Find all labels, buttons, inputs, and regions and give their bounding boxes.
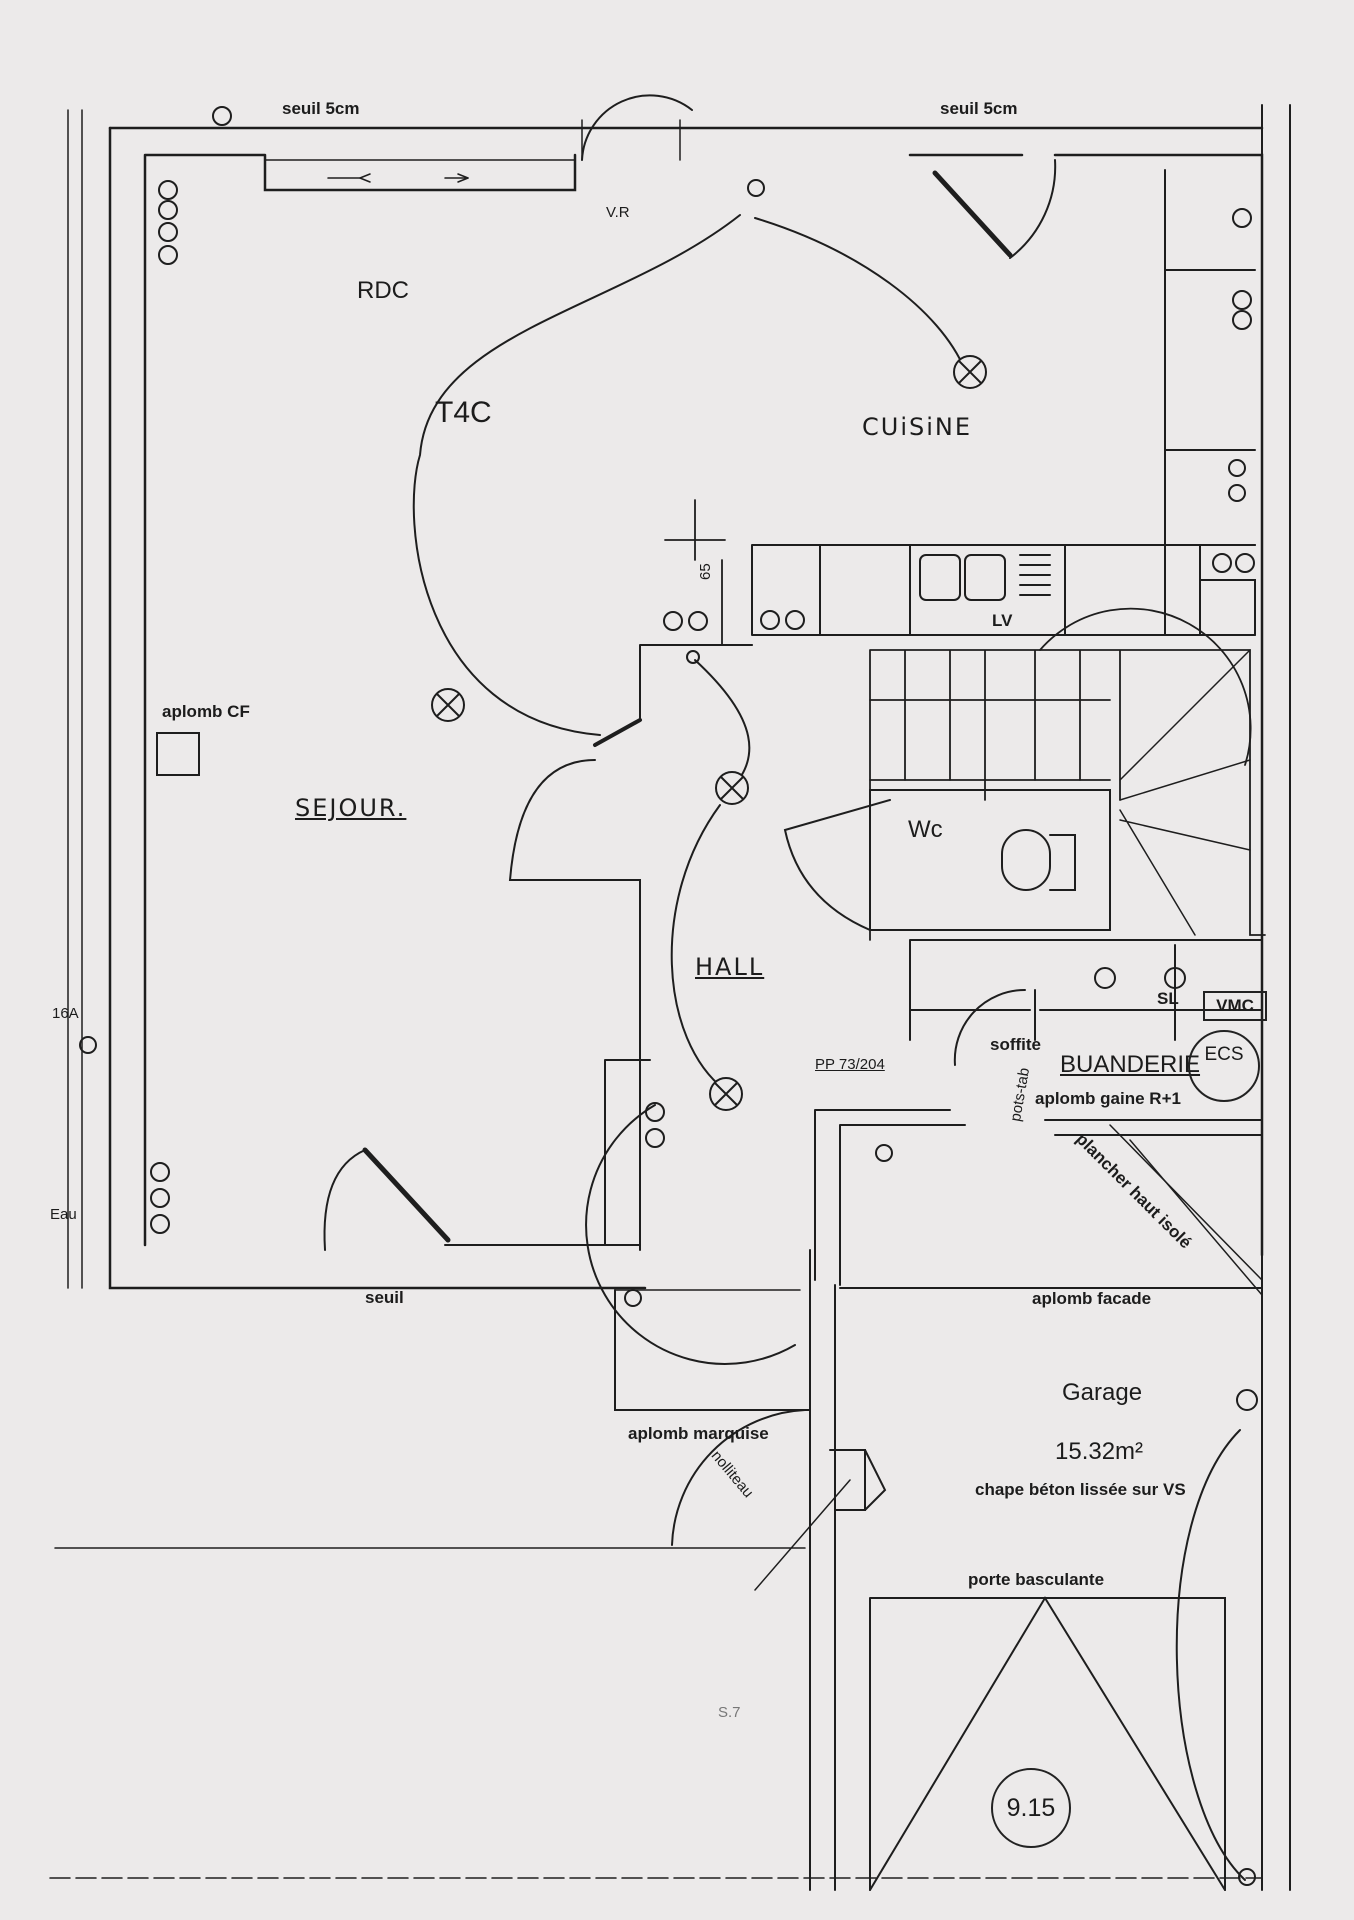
breaker-label: 16A: [52, 1005, 79, 1022]
room-label-hall: HALL: [695, 953, 765, 981]
garage-door-label: porte basculante: [968, 1570, 1105, 1589]
dimension-label: 65: [697, 563, 714, 580]
room-label-sejour: SEJOUR.: [295, 794, 407, 822]
shutter-label: V.R: [606, 204, 630, 221]
aplomb-marquise-label: aplomb marquise: [628, 1424, 769, 1443]
chape-label: chape béton lissée sur VS: [975, 1480, 1186, 1499]
garage-area-label: 15.32m²: [1055, 1438, 1144, 1465]
room-label-buanderie: BUANDERIE: [1060, 1051, 1201, 1078]
soffite-label: soffite: [990, 1035, 1041, 1054]
vmc-box: VMC: [1203, 991, 1267, 1021]
room-label-garage: Garage: [1062, 1379, 1143, 1406]
floor-level-label: RDC: [357, 277, 409, 304]
threshold-label-left: seuil 5cm: [282, 99, 360, 118]
sl-label: SL: [1157, 989, 1179, 1008]
threshold-label-right: seuil 5cm: [940, 99, 1018, 118]
circuit-label: T4C: [435, 396, 492, 429]
room-label-wc: Wc: [908, 816, 943, 843]
ecs-circle: ECS: [1188, 1030, 1260, 1102]
page-mark: S.7: [718, 1704, 741, 1721]
aplomb-cf-label: aplomb CF: [162, 702, 250, 721]
area-circle: 9.15: [991, 1768, 1071, 1848]
threshold-label-bottom: seuil: [365, 1288, 404, 1307]
water-label: Eau: [50, 1206, 77, 1223]
lv-label: LV: [992, 611, 1013, 630]
aplomb-gaine-label: aplomb gaine R+1: [1035, 1089, 1181, 1108]
aplomb-facade-label: aplomb facade: [1032, 1289, 1152, 1308]
room-label-cuisine: CUiSiNE: [862, 413, 973, 441]
door-size-label: PP 73/204: [815, 1056, 885, 1073]
